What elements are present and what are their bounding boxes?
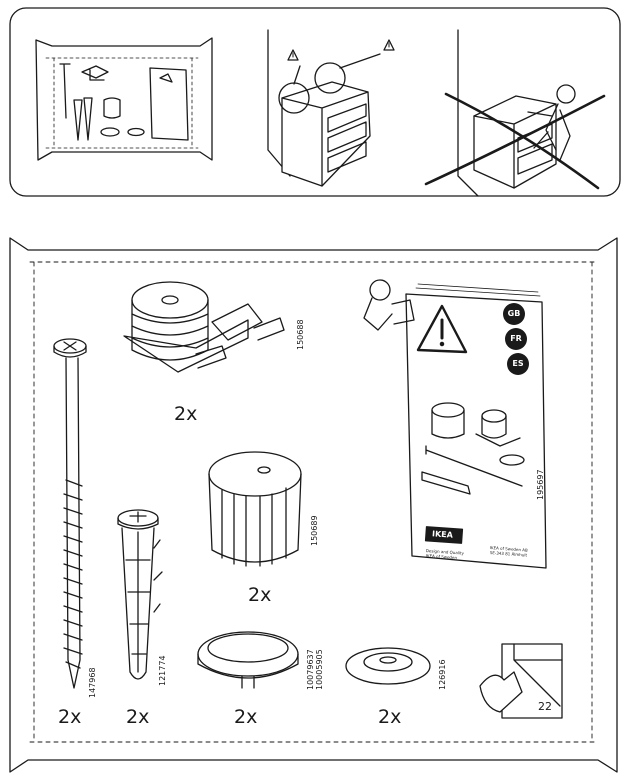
cap-quantity: 2x <box>234 706 258 728</box>
bracket-illustration <box>123 281 285 373</box>
bracket-article-number: 150688 <box>296 319 305 350</box>
plug-article-number: 121774 <box>158 655 167 686</box>
page-number: 22 <box>538 700 552 713</box>
package-overview-illustration <box>35 37 213 161</box>
knob-article-number: 150689 <box>310 515 319 546</box>
language-badge-gb: GB <box>503 303 525 325</box>
leaflet-brand: IKEA <box>431 529 454 540</box>
washer-article-number: 126916 <box>438 659 447 690</box>
cap-article-number-1: 10079637 <box>306 649 315 690</box>
no-climbing-illustration <box>424 29 606 197</box>
washer-illustration <box>345 647 431 685</box>
screw-quantity: 2x <box>58 706 82 728</box>
knob-illustration <box>208 451 302 567</box>
cap-article-number-2: 10005905 <box>315 649 324 690</box>
bracket-quantity: 2x <box>174 403 198 425</box>
knob-quantity: 2x <box>248 584 272 606</box>
leaflet-article-number: 195697 <box>536 469 545 500</box>
plug-quantity: 2x <box>126 706 150 728</box>
washer-quantity: 2x <box>378 706 402 728</box>
cap-illustration <box>197 631 299 689</box>
page-turn-icon <box>479 643 563 719</box>
wall-fixing-warning-illustration <box>267 29 395 187</box>
language-badge-fr: FR <box>505 328 527 350</box>
screw-article-number: 147968 <box>88 667 97 698</box>
screw-illustration <box>53 338 87 689</box>
top-panel-frame <box>9 7 621 197</box>
language-badge-es: ES <box>507 353 529 375</box>
wall-plug-illustration <box>117 509 163 680</box>
ikea-logo-box <box>424 526 464 544</box>
